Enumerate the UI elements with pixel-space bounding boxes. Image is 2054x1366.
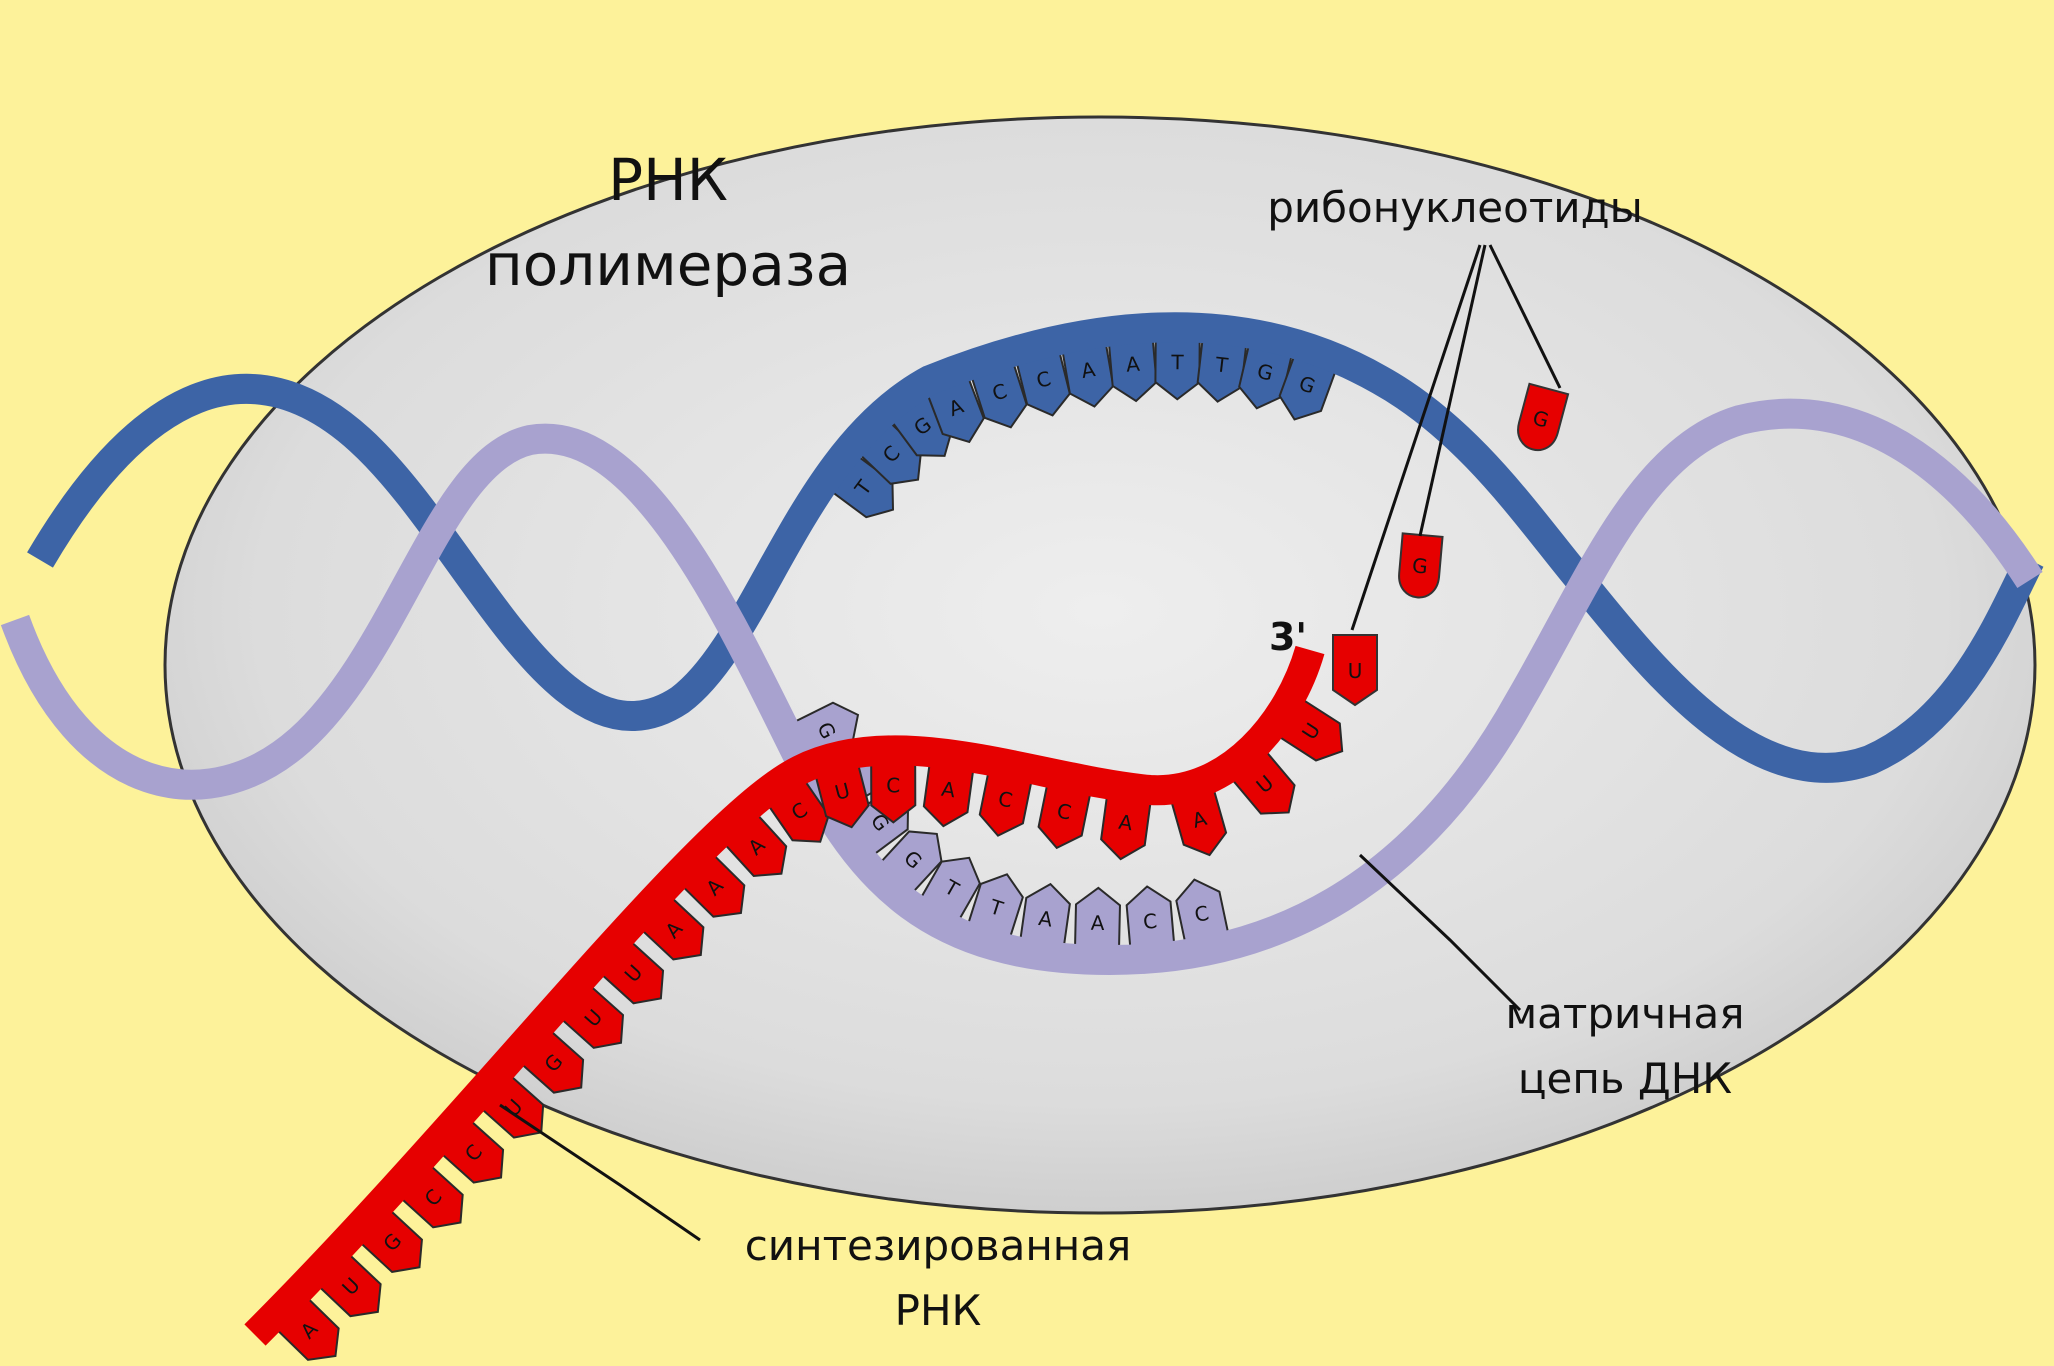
enzyme-label-line2: полимераза [485, 231, 851, 299]
three-prime-label: 3' [1269, 615, 1307, 659]
free-nucleotide-letter: G [1411, 553, 1429, 578]
free-nucleotide: U [1333, 635, 1377, 705]
free-nucleotide: G [1397, 533, 1442, 599]
free-nucleotide-letter: U [1348, 659, 1363, 683]
template-base-letter: C [1142, 909, 1158, 934]
ribonucleotides-label: рибонуклеотиды [1267, 183, 1643, 232]
synthesized-rna-label-line2: РНК [895, 1286, 982, 1335]
template-label-line2: цепь ДНК [1518, 1054, 1732, 1103]
template-base-letter: A [1090, 911, 1105, 935]
synthesized-rna-label-line1: синтезированная [745, 1221, 1132, 1270]
rna-base-letter: C [886, 773, 900, 797]
coding-base-letter: T [1170, 350, 1184, 374]
coding-base-letter: A [1125, 352, 1141, 377]
template-label-line1: матричная [1505, 989, 1744, 1038]
enzyme-label-line1: РНК [608, 146, 728, 214]
rna-polymerase-body [165, 117, 2035, 1213]
